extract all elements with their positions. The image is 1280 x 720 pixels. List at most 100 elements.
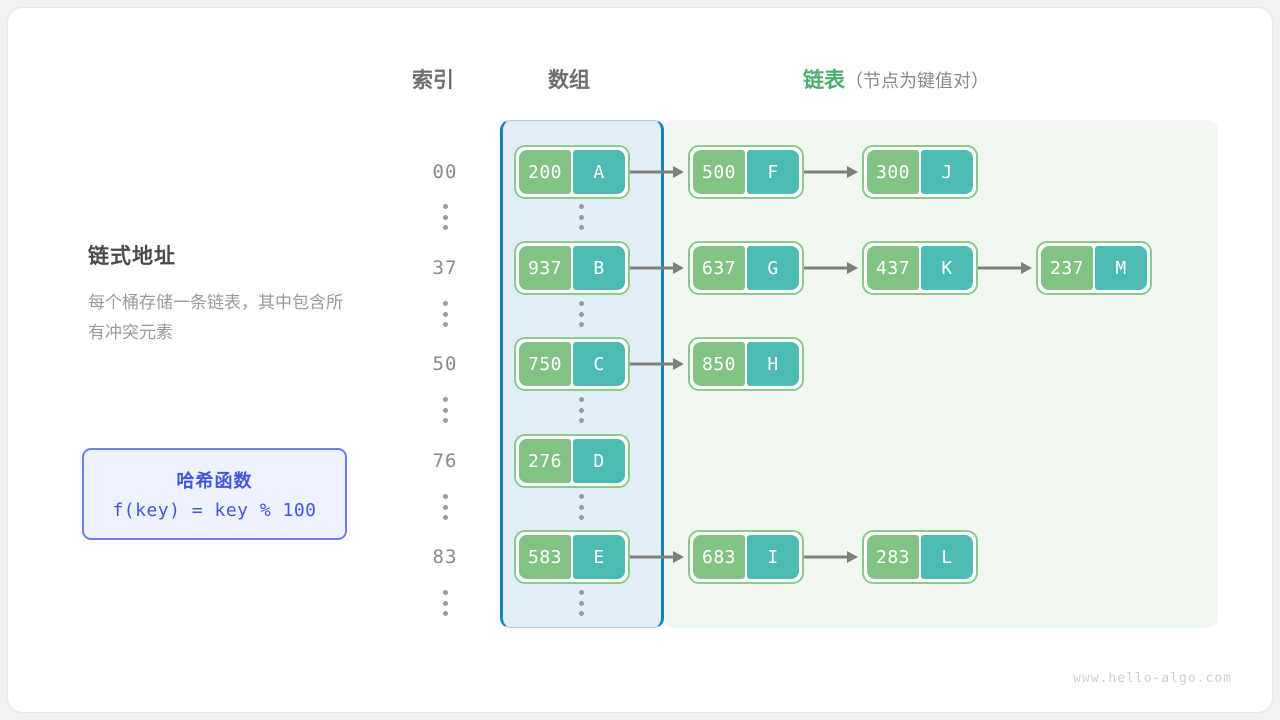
array-ellipsis-icon <box>548 397 614 423</box>
column-header-linkedlist-note: （节点为键值对） <box>845 71 989 91</box>
ellipsis-row <box>8 590 1272 624</box>
ellipsis-dot <box>442 407 448 413</box>
ellipsis-dot <box>442 494 448 499</box>
array-ellipsis-icon <box>548 494 614 520</box>
chain-arrow-icon <box>804 166 862 178</box>
arrow-shaft <box>804 266 850 270</box>
hash-function-formula: f(key) = key % 100 <box>112 500 317 521</box>
ellipsis-dot <box>578 515 584 520</box>
chain-arrow-icon <box>630 262 688 274</box>
node-key-cell: 937 <box>519 246 571 290</box>
ellipsis-row <box>8 204 1272 238</box>
ellipsis-dot <box>578 418 584 423</box>
column-header-linkedlist: 链表（节点为键值对） <box>803 64 989 94</box>
node-value-cell: C <box>573 342 625 386</box>
arrow-head <box>673 262 684 274</box>
arrow-shaft <box>630 362 676 366</box>
node-value-cell: G <box>747 246 799 290</box>
column-header-index: 索引 <box>412 69 454 92</box>
node-value-cell: E <box>573 535 625 579</box>
ellipsis-dot <box>442 301 448 306</box>
ellipsis-dot <box>442 600 448 606</box>
ellipsis-dot <box>578 322 584 327</box>
arrow-head <box>673 358 684 370</box>
ellipsis-row <box>8 494 1272 528</box>
arrow-head <box>847 262 858 274</box>
ellipsis-dot <box>578 407 584 413</box>
node-key-cell: 237 <box>1041 246 1093 290</box>
hash-function-title: 哈希函数 <box>176 471 253 491</box>
chain-arrow-icon <box>630 551 688 563</box>
node-value-cell: A <box>573 150 625 194</box>
ellipsis-dot <box>578 590 584 595</box>
arrow-head <box>847 166 858 178</box>
node-key-cell: 300 <box>867 150 919 194</box>
bucket-index-label: 83 <box>432 546 458 568</box>
arrow-shaft <box>630 555 676 559</box>
ellipsis-dot <box>578 301 584 306</box>
ellipsis-dot <box>442 204 448 209</box>
node-key-cell: 437 <box>867 246 919 290</box>
node-key-cell: 750 <box>519 342 571 386</box>
chain-arrow-icon <box>630 358 688 370</box>
chain-arrow-icon <box>804 551 862 563</box>
chain-arrow-icon <box>978 262 1036 274</box>
ellipsis-dot <box>578 225 584 230</box>
index-ellipsis-icon <box>412 397 478 423</box>
arrow-head <box>673 166 684 178</box>
arrow-head <box>1021 262 1032 274</box>
ellipsis-dot <box>442 418 448 423</box>
node-value-cell: J <box>921 150 973 194</box>
ellipsis-dot <box>578 214 584 220</box>
index-ellipsis-icon <box>412 301 478 327</box>
node-key-cell: 683 <box>693 535 745 579</box>
ellipsis-dot <box>578 504 584 510</box>
chain-arrow-icon <box>804 262 862 274</box>
node-value-cell: D <box>573 439 625 483</box>
column-header-linkedlist-label: 链表 <box>803 69 845 92</box>
node-value-cell: K <box>921 246 973 290</box>
arrow-shaft <box>804 170 850 174</box>
node-key-cell: 200 <box>519 150 571 194</box>
ellipsis-dot <box>578 611 584 616</box>
node-value-cell: L <box>921 535 973 579</box>
ellipsis-dot <box>442 397 448 402</box>
node-key-cell: 500 <box>693 150 745 194</box>
node-value-cell: I <box>747 535 799 579</box>
chain-arrow-icon <box>630 166 688 178</box>
node-value-cell: B <box>573 246 625 290</box>
arrow-shaft <box>630 170 676 174</box>
column-header-array: 数组 <box>548 69 590 92</box>
array-ellipsis-icon <box>548 301 614 327</box>
ellipsis-row <box>8 301 1272 335</box>
index-ellipsis-icon <box>412 494 478 520</box>
index-ellipsis-icon <box>412 590 478 616</box>
ellipsis-dot <box>578 600 584 606</box>
ellipsis-dot <box>578 311 584 317</box>
node-key-cell: 637 <box>693 246 745 290</box>
node-value-cell: H <box>747 342 799 386</box>
node-key-cell: 583 <box>519 535 571 579</box>
node-key-cell: 283 <box>867 535 919 579</box>
index-ellipsis-icon <box>412 204 478 230</box>
ellipsis-dot <box>442 611 448 616</box>
